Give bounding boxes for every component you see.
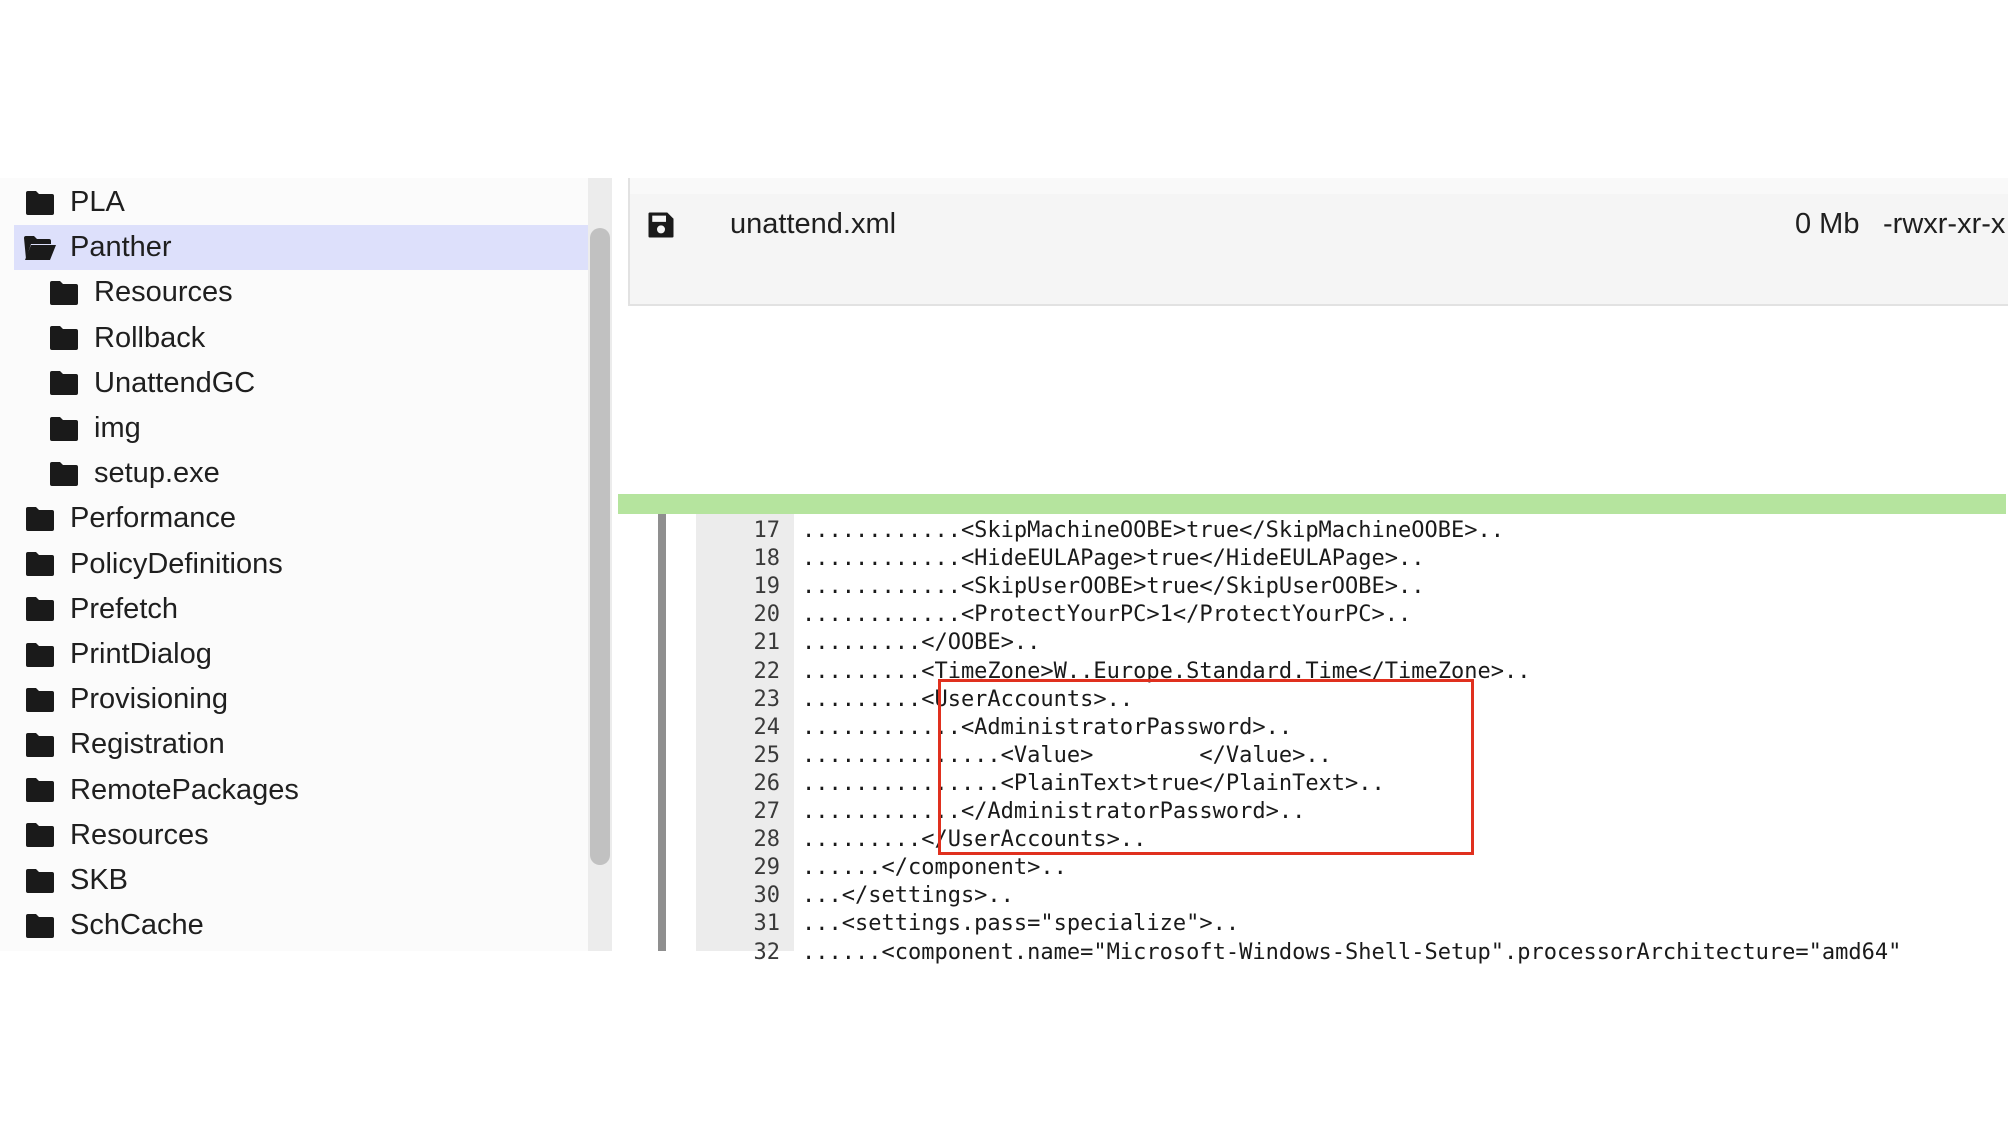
tree-item-label: setup.exe: [94, 457, 220, 490]
line-text: ...</settings>..: [802, 883, 1014, 909]
tree-item[interactable]: Provisioning: [14, 677, 588, 722]
folder-icon: [24, 548, 56, 580]
code-left-rule: [658, 514, 666, 951]
tree-item[interactable]: Registration: [14, 722, 588, 767]
tree-item-label: Registration: [70, 728, 225, 761]
line-text: ...<settings.pass="specialize">..: [802, 911, 1240, 937]
line-number: 23: [753, 686, 781, 712]
folder-icon: [48, 413, 80, 445]
tree-item-label: Provisioning: [70, 683, 228, 716]
folder-icon: [48, 367, 80, 399]
tree-item[interactable]: RemotePackages: [14, 768, 588, 813]
folder-icon: [24, 187, 56, 219]
tree-item-label: Prefetch: [70, 592, 178, 625]
code-viewer-header-bar: [618, 494, 2006, 514]
tree-item[interactable]: Prefetch: [14, 587, 588, 632]
line-number: 26: [753, 770, 781, 796]
folder-icon: [24, 503, 56, 535]
line-text: ............</AdministratorPassword>..: [802, 799, 1306, 824]
line-number: 29: [753, 855, 781, 881]
line-number-gutter: [696, 514, 794, 951]
tree-item[interactable]: Panther: [14, 225, 588, 271]
sidebar-scrollbar-thumb[interactable]: [590, 228, 610, 865]
tree-item-label: SchCache: [70, 909, 204, 942]
tree-item[interactable]: Resources: [14, 270, 588, 315]
line-number: 20: [753, 602, 781, 628]
line-number: 32: [753, 939, 781, 965]
folder-icon: [24, 774, 56, 806]
sidebar-scrollbar[interactable]: [588, 178, 612, 951]
file-permissions: -rwxr-xr-x: [1883, 208, 2006, 240]
tree-item-label: Resources: [94, 276, 233, 309]
tree-item[interactable]: SchCache: [14, 903, 588, 948]
tree-item-label: Resources: [70, 818, 209, 851]
tree-item[interactable]: SKB: [14, 858, 588, 903]
line-number: 28: [753, 827, 781, 853]
tree-item-label: PLA: [70, 186, 125, 218]
file-name[interactable]: unattend.xml: [730, 208, 897, 240]
save-icon[interactable]: [646, 210, 676, 240]
tree-item-label: PolicyDefinitions: [70, 547, 283, 580]
tree-item-label: Performance: [70, 502, 237, 535]
folder-icon: [24, 865, 56, 897]
tree-item-label: Rollback: [94, 321, 206, 354]
tree-item[interactable]: Resources: [14, 813, 588, 858]
tree-item[interactable]: UnattendGC: [14, 361, 588, 406]
file-list-top-strip: [630, 178, 2008, 194]
line-text: ............<AdministratorPassword>..: [802, 714, 1293, 740]
tree-item-label: SKB: [70, 864, 129, 896]
folder-icon: [24, 910, 56, 942]
code-viewer[interactable]: 17 ............<SkipMachineOOBE>true</Ski…: [618, 514, 2006, 965]
folder-icon: [48, 458, 80, 490]
line-text: ............<ProtectYourPC>1</ProtectYou…: [802, 602, 1412, 628]
line-text: ......</component>..: [802, 855, 1067, 881]
folder-icon: [24, 729, 56, 761]
tree-item[interactable]: img: [14, 406, 588, 451]
line-text: ............<SkipUserOOBE>true</SkipUser…: [802, 574, 1425, 600]
file-list-panel: unattend.xml 0 Mb -rwxr-xr-x: [628, 178, 2008, 306]
line-number: 21: [753, 630, 781, 656]
tree-item[interactable]: PrintDialog: [14, 632, 588, 677]
tree-item[interactable]: setup.exe: [14, 451, 588, 496]
line-text: ...............<PlainText>true</PlainTex…: [802, 770, 1385, 796]
file-size: 0 Mb: [1795, 208, 1860, 240]
line-number: 24: [753, 714, 781, 740]
folder-icon: [48, 277, 80, 309]
line-number: 17: [753, 518, 781, 543]
line-text: ............<SkipMachineOOBE>true</SkipM…: [802, 518, 1504, 543]
tree-item-label: UnattendGC: [94, 366, 256, 399]
line-text: ...............<Value> </Value>..: [802, 742, 1332, 768]
line-number: 25: [753, 742, 781, 768]
line-number: 22: [753, 658, 781, 684]
line-text: ......<component.name="Microsoft-Windows…: [802, 939, 1902, 965]
line-number: 30: [753, 883, 781, 909]
line-text: .........</UserAccounts>..: [802, 827, 1147, 853]
line-number: 19: [753, 574, 781, 600]
tree-item-label: PrintDialog: [70, 638, 212, 670]
folder-icon: [48, 322, 80, 354]
line-text: ............<HideEULAPage>true</HideEULA…: [802, 546, 1425, 572]
tree-item-label: RemotePackages: [70, 773, 299, 806]
folder-icon: [24, 593, 56, 625]
folder-open-icon: [24, 232, 56, 264]
line-number: 18: [753, 546, 781, 572]
line-text: .........<UserAccounts>..: [802, 686, 1134, 712]
tree-item-label: Panther: [70, 231, 172, 264]
folder-icon: [24, 684, 56, 716]
line-text: .........<TimeZone>W..Europe.Standard.Ti…: [802, 658, 1531, 684]
tree-item[interactable]: PLA: [14, 180, 588, 225]
line-text: .........</OOBE>..: [802, 630, 1041, 656]
line-number: 27: [753, 799, 781, 824]
tree-item[interactable]: Rollback: [14, 316, 588, 361]
folder-icon: [24, 639, 56, 671]
file-row[interactable]: unattend.xml 0 Mb -rwxr-xr-x: [630, 200, 2008, 252]
folder-icon: [24, 819, 56, 851]
tree-item[interactable]: PolicyDefinitions: [14, 542, 588, 587]
tree-item-label: img: [94, 412, 141, 444]
line-number: 31: [753, 911, 781, 937]
tree-item[interactable]: Performance: [14, 496, 588, 541]
